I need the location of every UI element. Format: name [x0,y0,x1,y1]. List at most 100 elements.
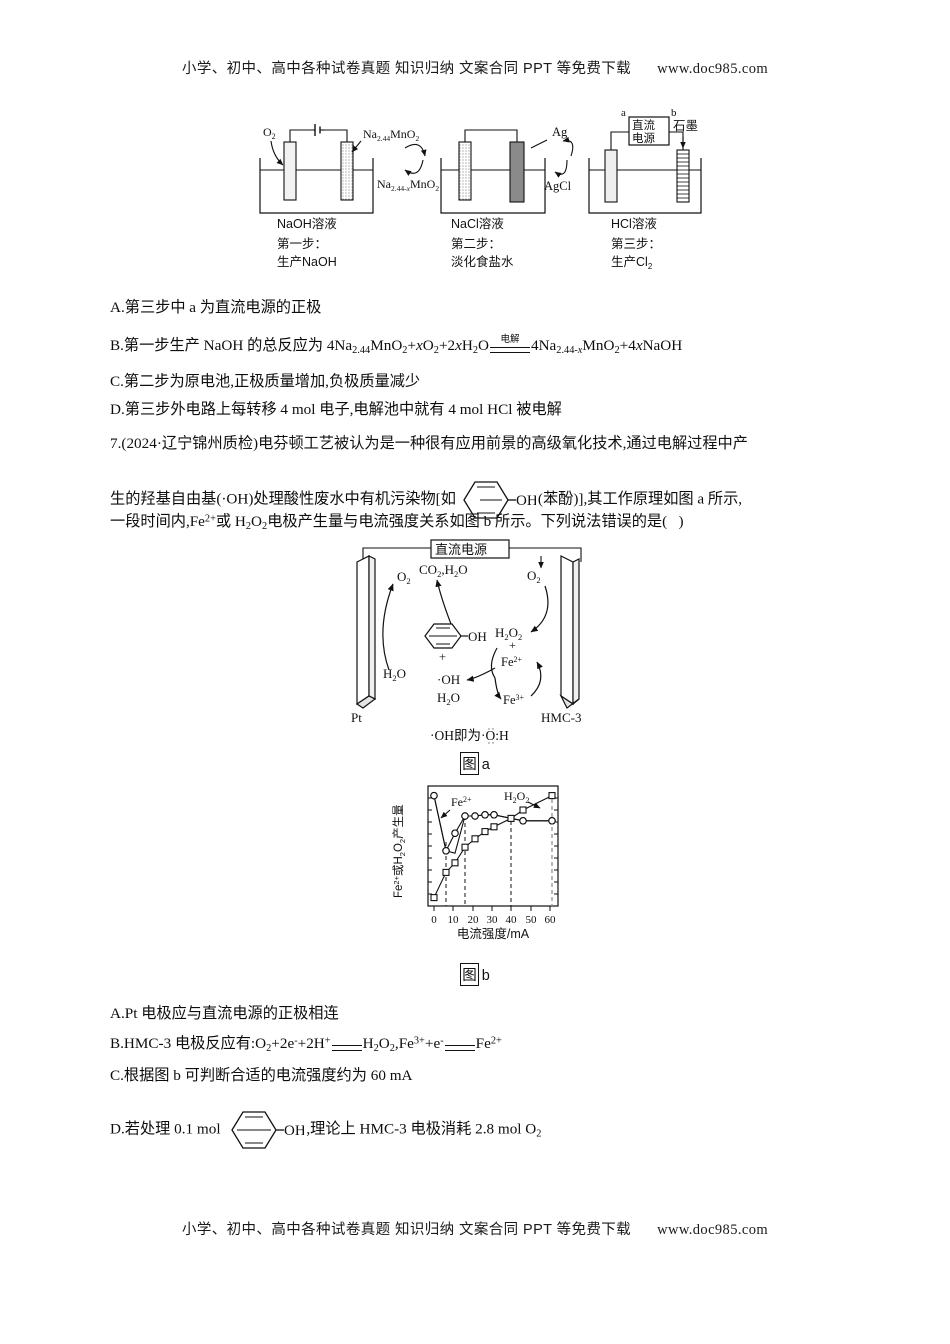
arrow-bars-1 [331,1044,362,1051]
figure-b-caption-letter: b [481,968,490,984]
label-na244x-mno2: Na2.44-xMnO2 [377,177,439,193]
svg-text:10: 10 [448,914,460,926]
label-co2-h2o: CO2,H2O [419,562,468,579]
q7-option-b: B.HMC-3 电极反应有:O2+2e-+2H+H2O2,Fe3++e-Fe2+ [110,1035,502,1054]
arrow-bars [489,346,530,353]
electrolysis-caption: 电解 [500,334,520,346]
svg-text:OH: OH [284,1123,304,1139]
figure-three-step-cells: O2 Na2.44MnO2 NaOH溶液 [255,108,705,293]
label-dc-source-line2: 电源 [632,131,655,145]
q6-option-b: B.第一步生产 NaOH 的总反应为 4Na2.44MnO2+xO2+2xH2O… [110,334,683,356]
cell-step2: NaCl溶液 [440,129,546,231]
q7-option-c: C.根据图 b 可判断合适的电流强度约为 60 mA [110,1067,413,1084]
svg-text:60: 60 [545,914,557,926]
svg-text:40: 40 [506,914,518,926]
label-oh-radical: ·OH [437,672,460,687]
phenol-structure-stem: OH [458,478,536,522]
step3-label: 第三步： [611,237,661,251]
q6-option-d: D.第三步外电路上每转移 4 mol 电子,电解池中就有 4 mol HCl 被… [110,401,562,418]
chart-xticks [433,906,551,911]
q7-option-d-prefix: D.若处理 0.1 mol [110,1120,221,1138]
svg-text:OH: OH [516,493,536,509]
label-pt-electrode: Pt [351,710,362,725]
q7-option-d-suffix: ,理论上 HMC-3 电极消耗 2.8 mol O [306,1120,537,1138]
phenol-structure-option-d: OH [226,1108,304,1152]
q7-stem-rest: 电芬顿工艺被认为是一种很有应用前景的高级氧化技术,通过电解过程中产 [258,435,748,452]
svg-text:20: 20 [468,914,480,926]
step3-desc: 生产Cl2 [611,255,653,271]
label-terminal-a: a [621,108,626,119]
arrow-bars-2 [444,1044,475,1051]
q7-stem-line2-a: 生的羟基自由基(·OH)处理酸性废水中有机污染物[如 [110,490,456,508]
label-plus-right: + [509,638,516,652]
cell-step3: 直流 电源 a b 石墨 [588,108,702,231]
svg-text:30: 30 [487,914,499,926]
phenol-structure-figure-a: OH [424,623,487,649]
svg-text:OH: OH [468,629,487,644]
q7-option-a: A.Pt 电极应与直流电源的正极相连 [110,1005,339,1022]
label-plus-middle: + [439,650,446,664]
label-hcl-solution: HCl溶液 [611,216,657,231]
label-o2-left: O2 [397,569,411,586]
q7-stem-line3-c: 电极产生量与电流强度关系如图 b 所示。下列说法错误的是( [267,513,668,530]
figure-b-caption-char: 图 [460,963,479,986]
chart-ylabel: Fe2+或H2O2产生量 [391,804,407,898]
label-graphite: 石墨 [673,119,698,133]
q7-stem-line2: 生的羟基自由基(·OH)处理酸性废水中有机污染物[如 OH (苯酚)],其工作原… [110,478,742,522]
watermark-footer: 小学、初中、高中各种试卷真题 知识归纳 文案合同 PPT 等免费下载 www.do… [0,1218,950,1239]
label-nacl-solution: NaCl溶液 [451,216,504,231]
chart-yticks [428,797,558,895]
watermark-text: 小学、初中、高中各种试卷真题 知识归纳 文案合同 PPT 等免费下载 [181,61,632,77]
chart-xticklabels: 0 10 20 30 40 50 60 [431,914,556,926]
label-o2-step1: O2 [263,125,276,141]
step1-desc: 生产NaOH [277,255,337,269]
chart-svg: Fe2+或H2O2产生量 [391,785,559,941]
cell-step1: O2 Na2.44MnO2 NaOH溶液 [259,124,419,231]
label-terminal-b: b [671,108,677,119]
q7-stem-line1: 7.(2024·辽宁锦州质检)电芬顿工艺被认为是一种很有应用前景的高级氧化技术,… [110,431,748,453]
step2-label: 第二步： [451,237,501,251]
figure-a-note: ·OH即为·O····:H [430,724,509,748]
label-na244mno2: Na2.44MnO2 [363,127,419,143]
label-dc-source-line1: 直流 [632,118,655,132]
svg-text:50: 50 [526,914,538,926]
cycle-arrows-2: Ag AgCl [530,125,574,193]
q7-stem-line3-b: 或 H [215,513,246,530]
chart-plot-frame [427,785,559,907]
q7-number: 7. [110,435,122,452]
q7-stem-line2-b: (苯酚)],其工作原理如图 a 所示, [537,490,743,508]
q7-option-d: D.若处理 0.1 mol OH ,理论上 HMC-3 电极消耗 2.8 mol… [110,1108,541,1152]
watermark-text-footer: 小学、初中、高中各种试卷真题 知识归纳 文案合同 PPT 等免费下载 [181,1222,632,1238]
q7-option-b-prefix: B.HMC-3 电极反应有: [110,1035,256,1052]
electrode-hmc3 [559,555,580,709]
figure-a-caption-char: 图 [460,752,479,775]
figure-b-chart: Fe2+或H2O2产生量 [388,780,588,955]
q7-stem-line3-d: ) [678,513,684,530]
reaction-arrow-2 [444,1037,475,1052]
electrode-pt [355,555,377,709]
q6-option-b-prefix: B.第一步生产 NaOH 的总反应为 4Na [110,337,353,354]
figure-a-electro-fenton: 直流电源 Pt HMC-3 O2 H2O [345,536,605,731]
watermark-url: www.doc985.com [657,61,769,77]
q7-source: (2024·辽宁锦州质检) [121,435,259,452]
watermark-url-footer: www.doc985.com [657,1222,769,1238]
reaction-arrow-1 [331,1037,362,1052]
watermark-header: 小学、初中、高中各种试卷真题 知识归纳 文案合同 PPT 等免费下载 www.do… [0,57,950,78]
electrolysis-arrow: 电解 [489,334,530,354]
q6-option-c: C.第二步为原电池,正极质量增加,负极质量减少 [110,373,421,390]
q6-option-a: A.第三步中 a 为直流电源的正极 [110,299,322,316]
label-h2o-left: H2O [383,666,406,683]
label-dc-power-source: 直流电源 [435,542,487,557]
chart-annotation-h2o2: H2O2 [504,789,529,805]
q7-stem: 7.(2024·辽宁锦州质检)电芬顿工艺被认为是一种很有应用前景的高级氧化技术,… [110,431,748,453]
step1-label: 第一步： [277,237,327,251]
label-h2o2: H2O2 [495,625,522,642]
q7-stem-line3-a: 一段时间内,Fe [110,513,205,530]
figure-a-caption-letter: a [481,757,490,773]
cycle-arrows-1: Na2.44-xMnO2 [377,143,439,193]
q7-stem-line3: 一段时间内,Fe2+或 H2O2电极产生量与电流强度关系如图 b 所示。下列说法… [110,513,684,532]
label-agcl: AgCl [544,179,572,193]
